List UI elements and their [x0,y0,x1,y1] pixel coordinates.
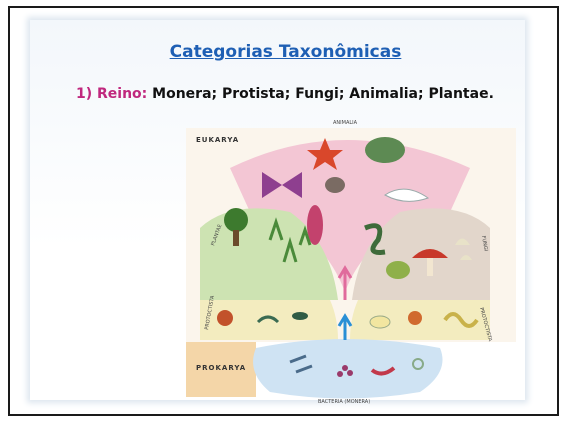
protist-icon [217,310,233,326]
prokarya-label: PROKARYA [196,364,246,372]
bacteria-icon [337,371,343,377]
tree-icon [224,208,248,232]
bacteria-icon [342,365,348,371]
bacteria-icon [347,370,353,376]
fungus-icon [386,261,410,279]
animalia-label: ANIMALIA [333,120,358,126]
mushroom-stem [427,258,433,276]
turtle-icon [365,137,405,163]
bacteria-label: BACTERIA (MONERA) [318,399,370,405]
protist-icon [292,312,308,320]
eukarya-label: EUKARYA [196,136,239,144]
protist-icon [370,316,390,328]
protist-icon [408,311,422,325]
crab-icon [325,177,345,193]
tree-trunk [233,230,239,246]
